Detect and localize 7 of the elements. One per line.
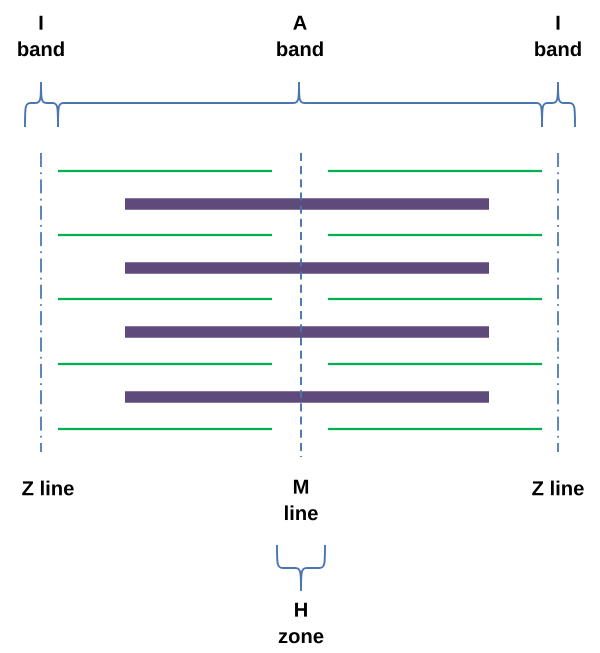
label: I band — [18, 16, 64, 56]
label: A band — [277, 16, 323, 56]
label: H zone — [278, 602, 324, 644]
label: Z line — [532, 480, 584, 496]
label: M line — [285, 480, 318, 520]
label: I band — [535, 16, 581, 56]
label: Z line — [22, 480, 74, 496]
